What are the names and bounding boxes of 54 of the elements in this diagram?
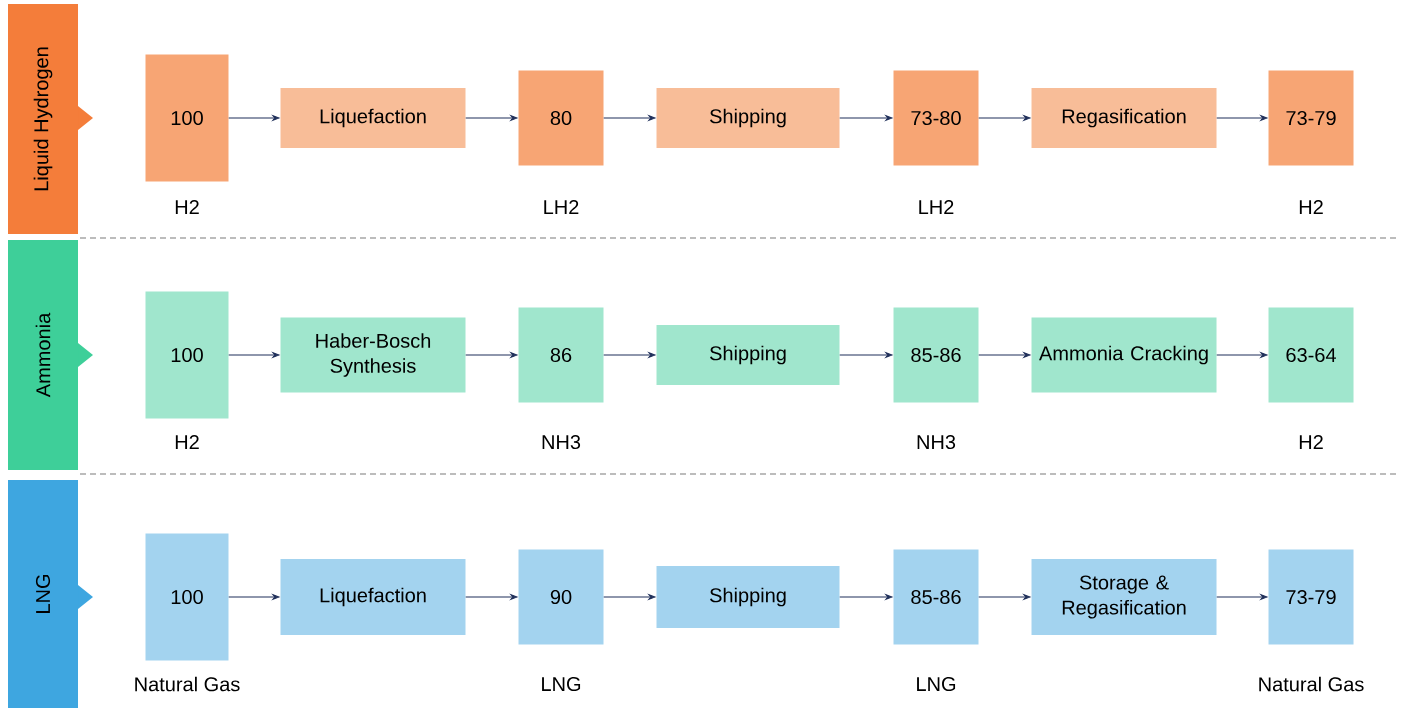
value-box: 100 [145, 533, 229, 661]
arrow [1216, 352, 1268, 358]
arrow [978, 594, 1031, 600]
process-box: Liquefaction [280, 88, 466, 148]
box-caption: LNG [917, 676, 956, 692]
value-box: 100 [145, 54, 229, 182]
process-box: Liquefaction [280, 559, 466, 635]
arrow [978, 115, 1031, 121]
value-box: 73-80 [893, 70, 979, 166]
process-box: Shipping [656, 88, 840, 148]
arrow [603, 594, 656, 600]
arrow [603, 115, 656, 121]
arrow [839, 594, 893, 600]
arrow [228, 594, 280, 600]
arrow [465, 594, 518, 600]
arrow [465, 115, 518, 121]
row-tab: LNG [8, 480, 93, 708]
row-tab: Liquid Hydrogen [8, 4, 93, 234]
box-caption: H2 [175, 200, 199, 214]
process-box: Regasification [1031, 88, 1217, 148]
box-caption: H2 [1299, 200, 1323, 214]
box-caption: NH3 [917, 434, 956, 450]
arrow [978, 352, 1031, 358]
arrow [228, 352, 280, 358]
arrow [839, 352, 893, 358]
box-caption: H2 [175, 435, 199, 449]
arrow [1216, 115, 1268, 121]
box-caption: LH2 [919, 200, 954, 214]
box-caption: Natural Gas [1259, 676, 1364, 692]
box-caption: LNG [542, 676, 581, 692]
arrow [1216, 594, 1268, 600]
value-box: 80 [518, 70, 604, 166]
value-box: 86 [518, 307, 604, 403]
value-box: 63-64 [1268, 307, 1354, 403]
process-box: Ammonia Cracking [1031, 317, 1217, 393]
arrow [465, 352, 518, 358]
value-box: 73-79 [1268, 70, 1354, 166]
arrow [603, 352, 656, 358]
process-box: Haber-Bosch Synthesis [280, 317, 466, 393]
value-box: 100 [145, 291, 229, 419]
row-tab: Ammonia [8, 240, 93, 470]
box-caption: NH3 [542, 434, 581, 450]
arrow [839, 115, 893, 121]
box-caption: Natural Gas [135, 676, 240, 692]
process-box: Shipping [656, 566, 840, 628]
process-box: Shipping [656, 325, 840, 385]
process-box: Storage & Regasification [1031, 559, 1217, 635]
value-box: 90 [518, 549, 604, 645]
value-box: 85-86 [893, 307, 979, 403]
box-caption: H2 [1299, 435, 1323, 449]
arrow [228, 115, 280, 121]
value-box: 73-79 [1268, 549, 1354, 645]
box-caption: LH2 [544, 200, 579, 214]
value-box: 85-86 [893, 549, 979, 645]
